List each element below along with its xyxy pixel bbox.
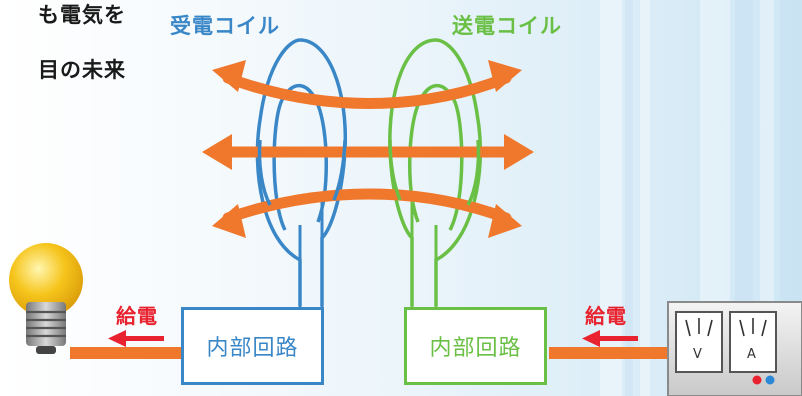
headline-line-2: 目の未来 (38, 58, 126, 82)
right-internal-circuit-box: 内部回路 (404, 307, 547, 385)
send-coil (388, 38, 483, 306)
light-bulb-icon (9, 243, 83, 354)
receive-coil (255, 38, 348, 306)
left-feed-arrow (108, 330, 164, 347)
volt-label: V (693, 347, 702, 362)
field-arrowheads (202, 60, 534, 238)
left-feed-wire (70, 347, 183, 359)
right-feed-arrow (582, 330, 638, 347)
field-arrow-bottom (222, 188, 512, 224)
amp-label: A (747, 347, 756, 362)
field-arrow-top (222, 72, 512, 109)
send-coil-label: 送電コイル (452, 14, 562, 38)
receive-coil-label: 受電コイル (170, 14, 280, 38)
left-feed-label: 給電 (116, 304, 158, 328)
headline-line-1: も電気を (38, 3, 126, 27)
left-internal-circuit-box: 内部回路 (181, 307, 324, 385)
right-feed-label: 給電 (585, 304, 627, 328)
right-feed-wire (549, 347, 669, 359)
field-arrows (212, 72, 524, 224)
meter-icon (667, 301, 802, 396)
